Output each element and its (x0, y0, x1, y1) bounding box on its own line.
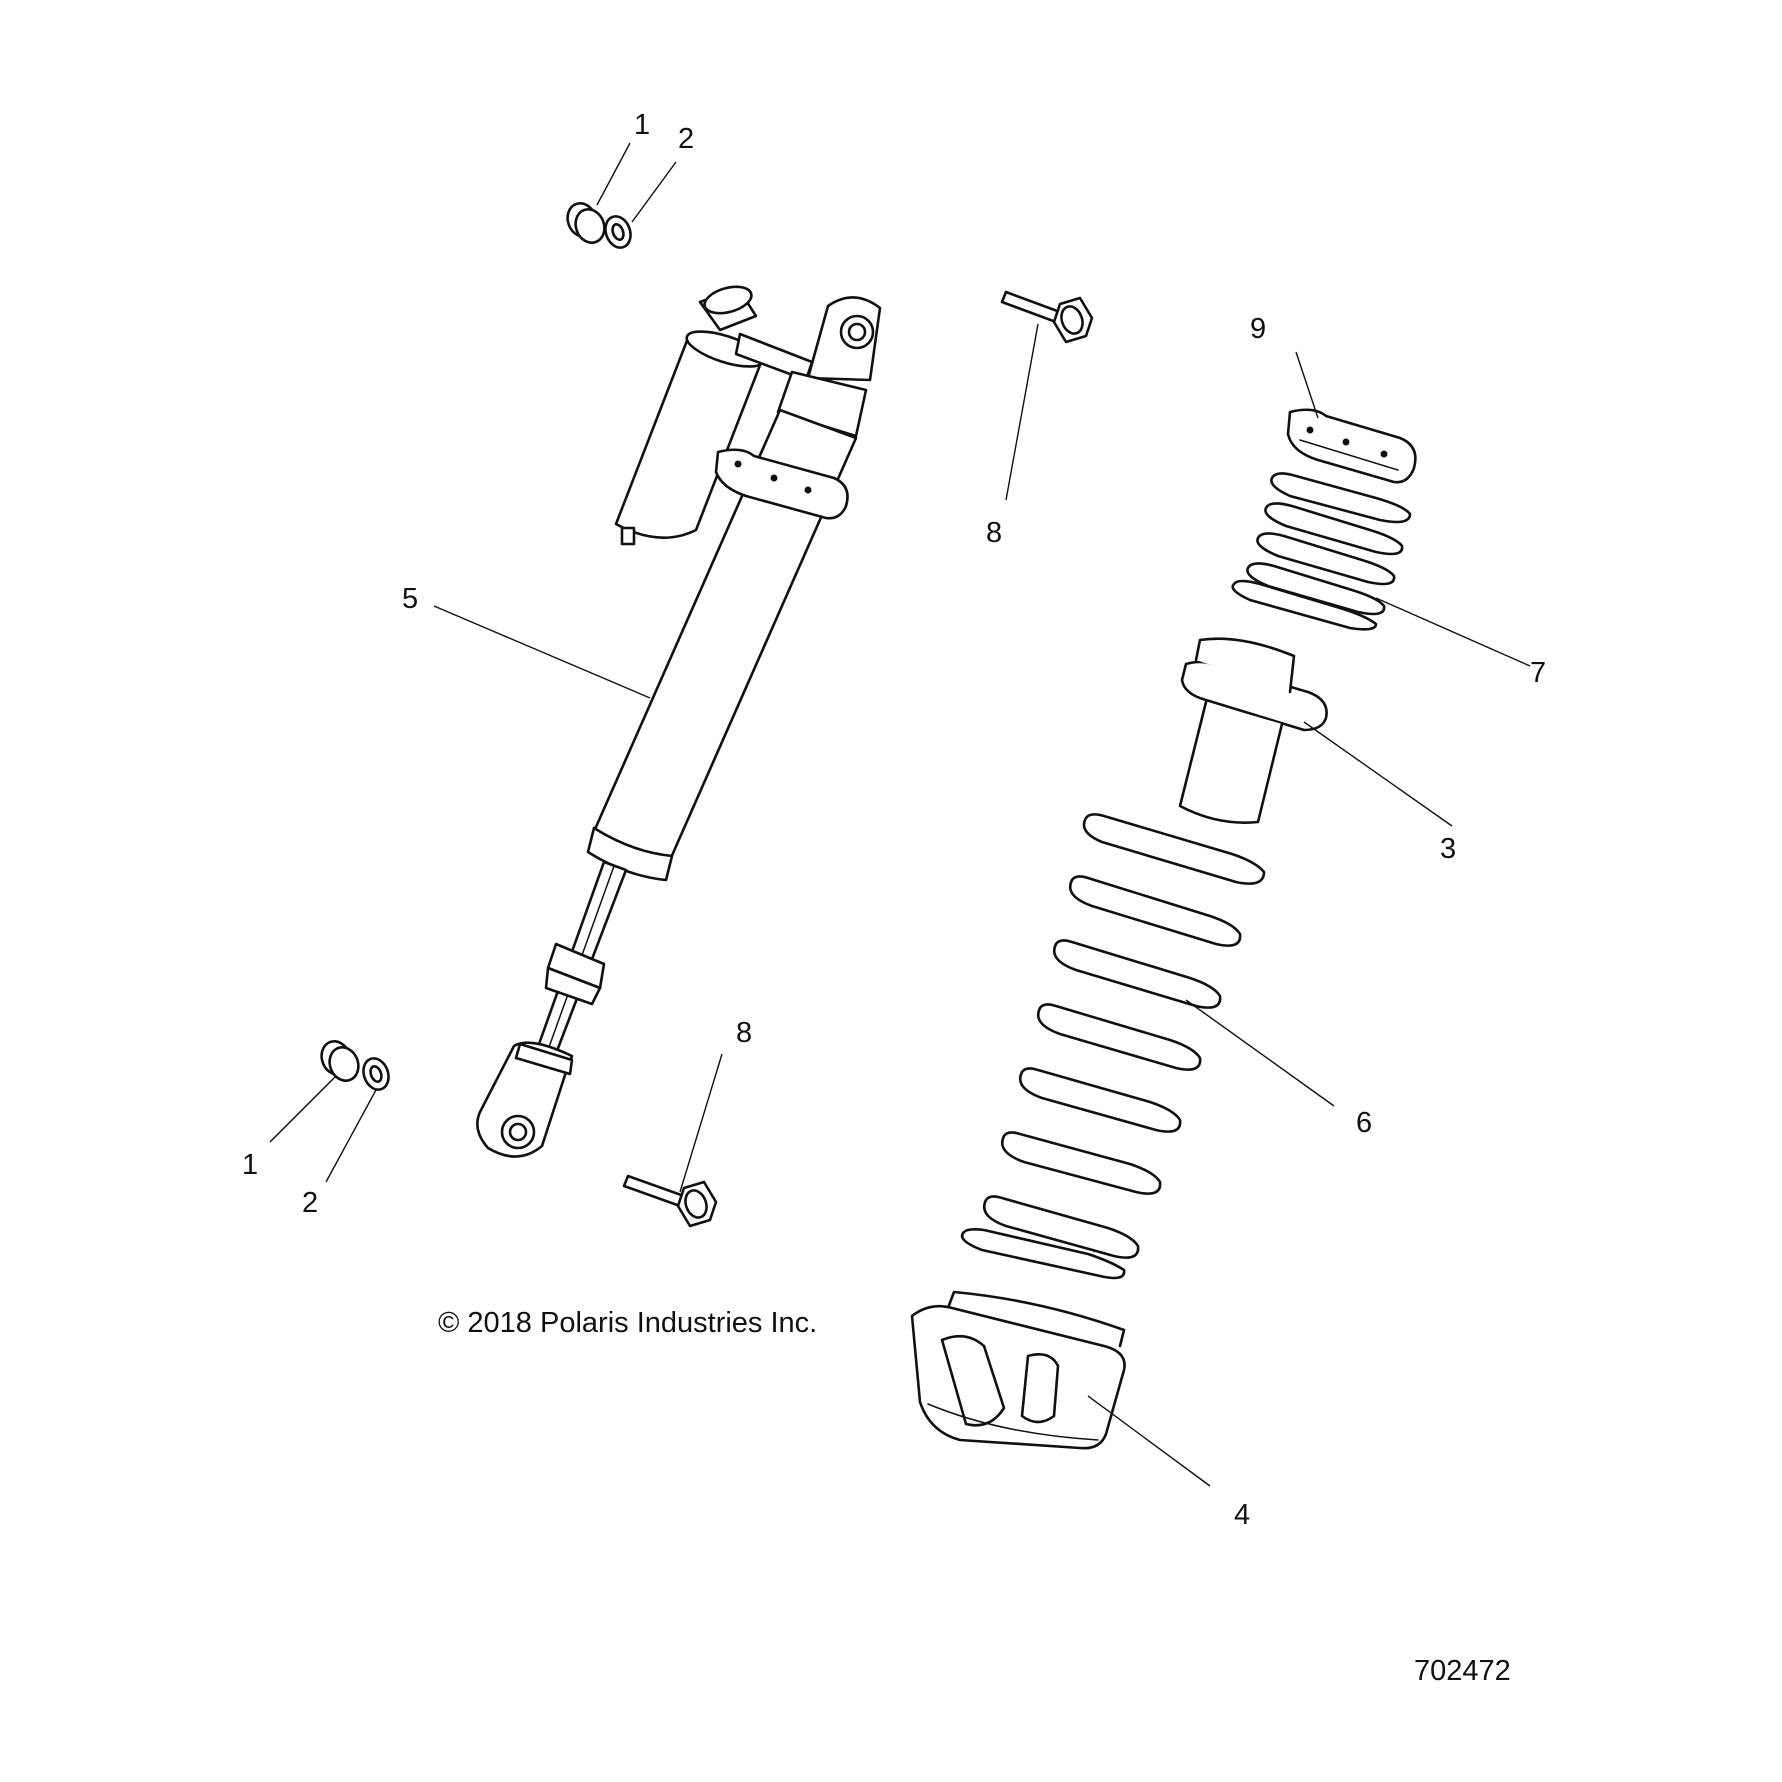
callout-1-top: 1 (634, 109, 650, 141)
main-spring[interactable] (960, 813, 1266, 1280)
tender-spring[interactable] (1231, 472, 1412, 631)
crossover-collar[interactable] (1178, 637, 1328, 824)
bolt-top[interactable] (1000, 290, 1094, 344)
callout-1-bottom: 1 (242, 1149, 258, 1181)
callout-5: 5 (402, 583, 418, 615)
bolt-bottom[interactable] (622, 1174, 718, 1228)
copyright-text: © 2018 Polaris Industries Inc. (438, 1307, 817, 1339)
callout-8-bottom: 8 (736, 1017, 752, 1049)
callout-6: 6 (1356, 1107, 1372, 1139)
bushing-top[interactable] (563, 199, 609, 247)
shock-absorber[interactable] (476, 282, 882, 1158)
callout-2-bottom: 2 (302, 1187, 318, 1219)
washer-top[interactable] (601, 213, 634, 251)
callout-9: 9 (1250, 313, 1266, 345)
spring-retainer[interactable] (1286, 408, 1417, 484)
washer-bottom[interactable] (359, 1055, 392, 1093)
callout-2-top: 2 (678, 123, 694, 155)
callout-3: 3 (1440, 833, 1456, 865)
drawing-number: 702472 (1414, 1655, 1511, 1687)
leader-lines (269, 142, 1531, 1487)
callout-8-top: 8 (986, 517, 1002, 549)
callout-7: 7 (1530, 657, 1546, 689)
bushing-bottom[interactable] (317, 1037, 363, 1085)
lower-spring-seat[interactable] (910, 1290, 1126, 1450)
callout-4: 4 (1234, 1499, 1250, 1531)
callout-numbers: 1 2 9 8 5 7 3 6 8 1 2 4 (242, 109, 1546, 1531)
